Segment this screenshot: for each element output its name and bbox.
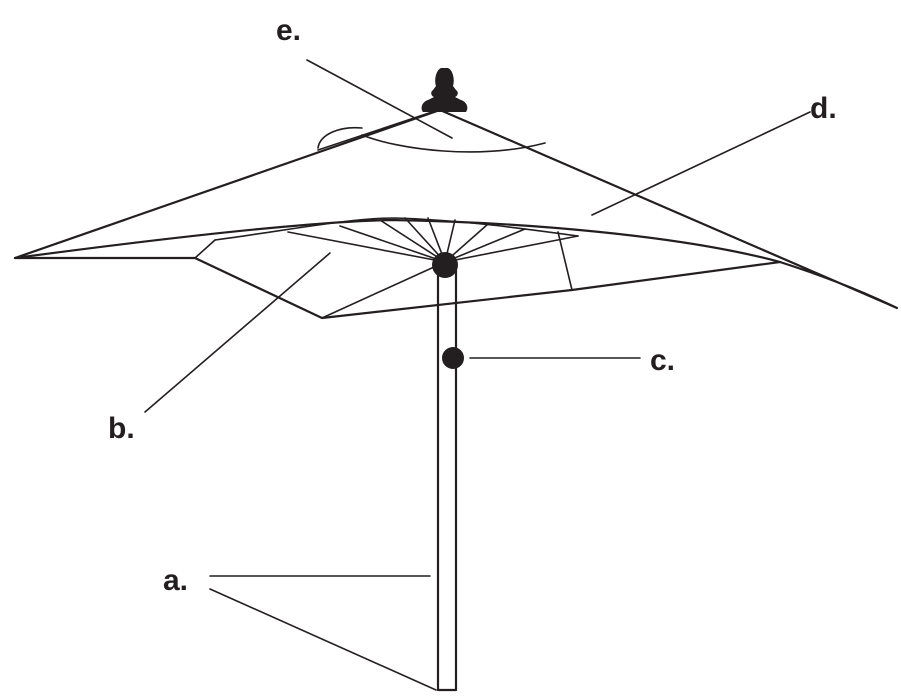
runner-knob <box>442 347 464 369</box>
underside-right-seam <box>557 231 573 291</box>
finial-top <box>421 68 468 112</box>
canopy-edge-left <box>317 111 433 151</box>
rib <box>444 228 526 263</box>
canopy <box>13 108 899 310</box>
label-a: a. <box>163 564 188 597</box>
rib <box>287 231 446 263</box>
rib <box>379 219 446 263</box>
rib <box>339 225 446 263</box>
leader-lines <box>144 59 811 691</box>
pole-outline <box>436 268 458 692</box>
canopy-vent-ridge <box>317 126 363 149</box>
pole <box>436 268 458 692</box>
leader-b <box>144 252 331 413</box>
label-c: c. <box>650 344 675 377</box>
rib <box>444 235 579 263</box>
finial <box>421 68 468 112</box>
label-e: e. <box>276 14 301 47</box>
rib <box>321 261 446 319</box>
underside-panel <box>13 256 782 320</box>
label-d: d. <box>810 92 837 125</box>
top-hub-knob <box>432 252 458 278</box>
canopy-vent-curve <box>361 134 546 153</box>
labels: e. d. c. b. a. <box>108 14 837 597</box>
leader-d <box>591 111 811 216</box>
label-b: b. <box>108 412 135 445</box>
leader-a-lower <box>209 588 437 691</box>
canopy-outline <box>13 108 899 310</box>
leader-e <box>306 59 453 139</box>
underside-rim <box>214 217 579 241</box>
underside-left-flap <box>194 239 216 259</box>
canopy-underside <box>13 217 782 320</box>
